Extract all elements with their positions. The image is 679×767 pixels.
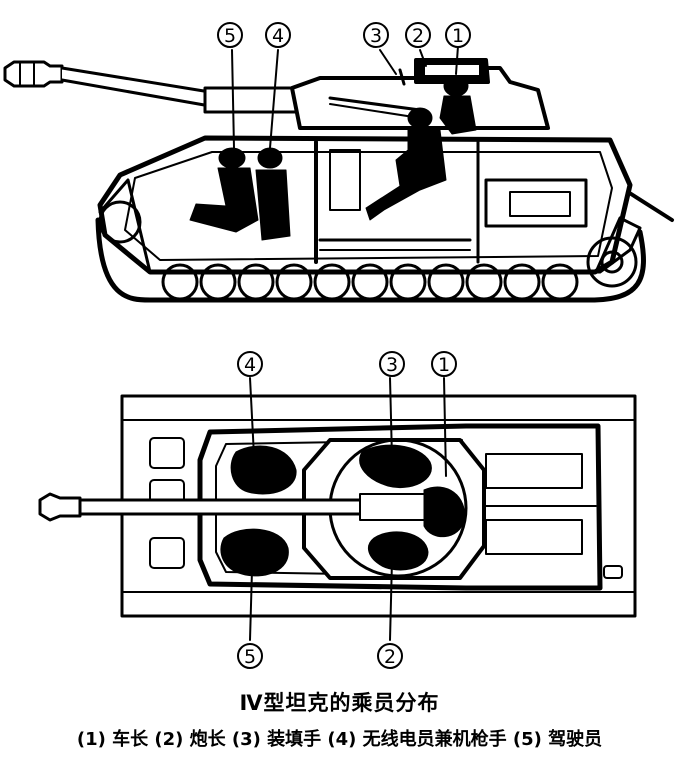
side-label-1: 1 [445,22,471,48]
svg-text:5: 5 [244,646,256,668]
side-gun-barrel [3,60,302,114]
top-label-3: 3 [379,351,405,377]
svg-text:3: 3 [386,354,398,376]
side-label-2: 2 [405,22,431,48]
top-leader-lines [249,377,447,641]
top-engine-deck [485,453,623,579]
svg-text:2: 2 [384,646,396,668]
side-leader-lines [231,45,459,149]
tank-top-view: 4 3 1 5 2 [38,351,637,669]
road-wheels [98,200,638,301]
svg-text:4: 4 [244,354,256,376]
side-labels: 5 4 3 2 1 [217,22,471,48]
top-label-5: 5 [237,643,263,669]
top-label-1: 1 [431,351,457,377]
top-label-4: 4 [237,351,263,377]
side-crew [189,75,477,241]
side-turret [290,58,550,130]
top-track-links [149,437,185,569]
svg-text:3: 3 [370,25,382,47]
side-label-4: 4 [265,22,291,48]
svg-text:4: 4 [272,25,284,47]
svg-text:2: 2 [412,25,424,47]
side-label-3: 3 [363,22,389,48]
top-label-2: 2 [377,643,403,669]
svg-text:1: 1 [452,25,464,47]
top-labels: 4 3 1 5 2 [237,351,457,669]
svg-text:5: 5 [224,25,236,47]
figure-title: Ⅳ型坦克的乘员分布 [239,691,440,715]
top-crew [220,444,465,577]
crew-legend: (1) 车长 (2) 炮长 (3) 装填手 (4) 无线电员兼机枪手 (5) 驾… [76,729,603,750]
tank-side-view: 5 4 3 2 1 [3,22,674,303]
top-gun-barrel [38,492,451,522]
side-tracks [95,178,646,303]
svg-text:1: 1 [438,354,450,376]
tank-crew-diagram: 5 4 3 2 1 [3,22,674,669]
side-label-5: 5 [217,22,243,48]
